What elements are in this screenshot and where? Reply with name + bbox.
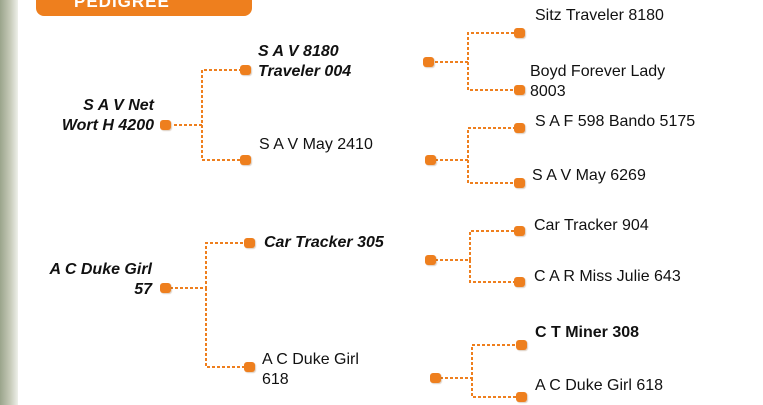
node-marker-dam-dam-dam [516, 392, 527, 402]
connector-dam [170, 242, 248, 368]
pedigree-sire-sire-dam-line-1: Boyd Forever Lady [530, 63, 666, 80]
connector-sire-sire [430, 32, 518, 91]
node-marker-dam-sire [244, 238, 255, 248]
node-marker-dam [160, 283, 171, 293]
background-photo-strip [0, 0, 18, 405]
node-marker-dam-sire-out [425, 255, 436, 265]
pedigree-sire-sire-line-1: S A V 8180 [258, 43, 339, 60]
pedigree-dam-sire-sire[interactable]: Car Tracker 904 [534, 216, 754, 236]
pedigree-sire-sire-sire[interactable]: Sitz Traveler 8180 [535, 6, 755, 26]
pedigree-dam[interactable]: A C Duke Girl 57 [4, 260, 152, 300]
pedigree-sire-line-2: Wort H 4200 [61, 117, 154, 134]
pedigree-sire-dam-sire-line-1: S A F 598 Bando 5175 [535, 113, 696, 130]
pedigree-dam-sire-dam[interactable]: C A R Miss Julie 643 [534, 267, 759, 287]
pedigree-sire[interactable]: S A V Net Wort H 4200 [14, 96, 154, 136]
pedigree-dam-sire-dam-line-1: C A R Miss Julie 643 [534, 268, 681, 285]
pedigree-dam-dam-dam[interactable]: A C Duke Girl 618 [535, 376, 755, 396]
pedigree-sire-dam[interactable]: S A V May 2410 [259, 135, 429, 155]
pedigree-tab[interactable]: PEDIGREE [36, 0, 252, 16]
node-marker-sire-dam [240, 155, 251, 165]
pedigree-dam-dam-line-1: A C Duke Girl [262, 351, 359, 368]
node-marker-dam-dam-out [430, 373, 441, 383]
node-marker-sire-sire-sire [514, 28, 525, 38]
pedigree-dam-dam-dam-line-1: A C Duke Girl 618 [535, 377, 664, 394]
node-marker-sire-sire [240, 65, 251, 75]
pedigree-sire-sire-dam[interactable]: Boyd Forever Lady 8003 [530, 62, 755, 102]
pedigree-sire-sire[interactable]: S A V 8180 Traveler 004 [258, 42, 418, 82]
node-marker-dam-dam [244, 362, 255, 372]
node-marker-dam-sire-dam [514, 277, 525, 287]
pedigree-dam-line-2: 57 [134, 281, 152, 298]
pedigree-sire-dam-sire[interactable]: S A F 598 Bando 5175 [535, 112, 760, 132]
pedigree-dam-dam-line-2: 618 [262, 371, 289, 388]
pedigree-dam-dam-sire-line-1: C T Miner 308 [535, 324, 640, 341]
connector-dam-sire [430, 230, 518, 283]
connector-sire-dam [430, 127, 518, 184]
pedigree-sire-dam-dam[interactable]: S A V May 6269 [532, 166, 757, 186]
node-marker-sire-sire-dam [514, 85, 525, 95]
node-marker-dam-dam-sire [516, 340, 527, 350]
pedigree-dam-dam[interactable]: A C Duke Girl 618 [262, 350, 412, 390]
node-marker-sire-sire-out [423, 57, 434, 67]
pedigree-sire-sire-dam-line-2: 8003 [530, 83, 566, 100]
pedigree-dam-line-1: A C Duke Girl [49, 261, 152, 278]
pedigree-sire-sire-sire-line-1: Sitz Traveler 8180 [535, 7, 664, 24]
node-marker-sire-dam-out [425, 155, 436, 165]
node-marker-sire [160, 120, 171, 130]
pedigree-dam-sire-sire-line-1: Car Tracker 904 [534, 217, 649, 234]
connector-sire [174, 69, 244, 161]
pedigree-dam-dam-sire[interactable]: C T Miner 308 [535, 323, 755, 343]
pedigree-tab-label: PEDIGREE [74, 0, 170, 11]
node-marker-sire-dam-dam [514, 178, 525, 188]
node-marker-sire-dam-sire [514, 123, 525, 133]
pedigree-sire-sire-line-2: Traveler 004 [258, 63, 352, 80]
pedigree-dam-sire[interactable]: Car Tracker 305 [264, 233, 429, 253]
pedigree-sire-dam-dam-line-1: S A V May 6269 [532, 167, 646, 184]
pedigree-sire-line-1: S A V Net [83, 97, 154, 114]
pedigree-dam-sire-line-1: Car Tracker 305 [264, 234, 384, 251]
node-marker-dam-sire-sire [514, 226, 525, 236]
connector-dam-dam [435, 344, 520, 398]
pedigree-sire-dam-line-1: S A V May 2410 [259, 136, 373, 153]
